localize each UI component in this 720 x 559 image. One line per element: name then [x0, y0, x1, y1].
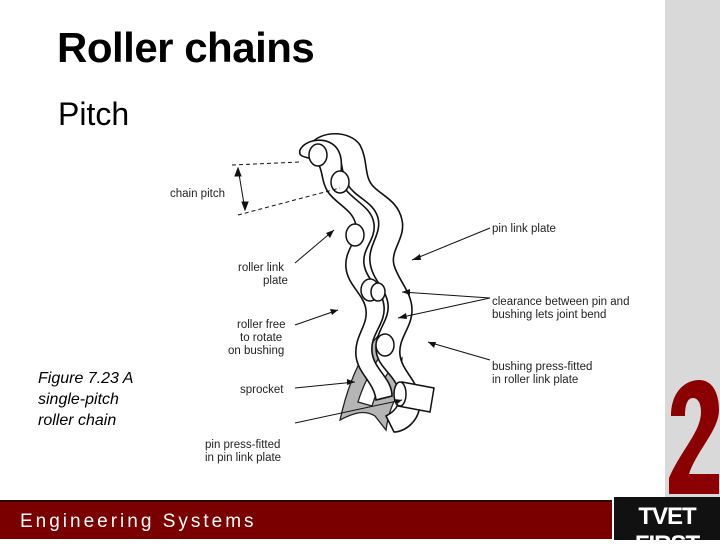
- slide-subtitle: Pitch: [58, 96, 130, 132]
- label-bushing-1: bushing press-fitted: [492, 361, 592, 373]
- label-pin-press-2: in pin link plate: [205, 452, 281, 464]
- label-roller-free-1: roller free: [237, 319, 286, 331]
- label-pin-press-1: pin press-fitted: [205, 439, 280, 451]
- footer-bar: Engineering Systems: [0, 500, 612, 539]
- label-roller-free-3: on bushing: [228, 345, 284, 357]
- tvet-first-logo: TVET FIRST: [614, 497, 720, 558]
- leader-arrowheads: [326, 230, 436, 405]
- label-clearance-2: bushing lets joint bend: [492, 309, 606, 321]
- label-roller-link-plate-2: plate: [263, 275, 288, 287]
- chain-rollers: [308, 143, 395, 357]
- label-chain-pitch: chain pitch: [170, 188, 225, 200]
- figure-caption: Figure 7.23 A single-pitch roller chain: [38, 370, 133, 429]
- label-pin-link-plate: pin link plate: [492, 223, 556, 235]
- label-sprocket: sprocket: [240, 384, 284, 396]
- label-roller-link-plate-1: roller link: [238, 262, 284, 274]
- footer: Engineering Systems TVET FIRST: [0, 497, 720, 558]
- label-clearance-1: clearance between pin and: [492, 296, 629, 308]
- pitch-dimension: [231, 161, 341, 216]
- logo-text: TVET FIRST: [634, 503, 700, 558]
- slide-title: Roller chains: [57, 24, 315, 71]
- label-bushing-2: in roller link plate: [492, 374, 578, 386]
- label-roller-free-2: to rotate: [240, 332, 282, 344]
- course-name: Engineering Systems: [20, 511, 257, 532]
- roller-chain-diagram: chain pitch roller link plate roller fre…: [170, 133, 629, 464]
- chain-body: [298, 133, 421, 433]
- number-two-logo: 2: [669, 380, 719, 494]
- leader-lines: [294, 227, 491, 424]
